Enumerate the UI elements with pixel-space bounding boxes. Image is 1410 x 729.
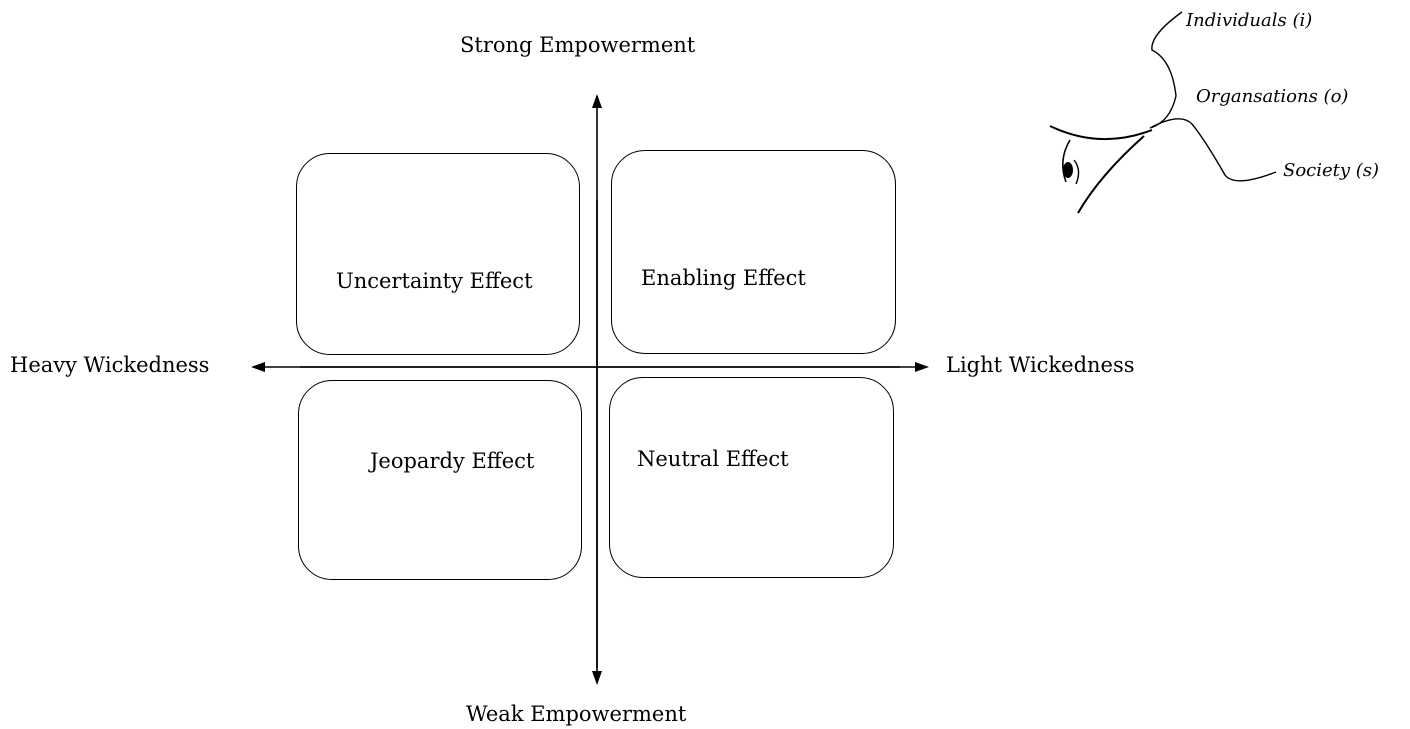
quadrant-label-bottom-left: Jeopardy Effect [370, 449, 535, 473]
eye-icon [1049, 125, 1153, 214]
quadrant-label-top-right: Enabling Effect [641, 266, 806, 290]
perspective-connectors [1149, 11, 1277, 182]
quadrant-box-bottom-right [609, 377, 894, 578]
perspective-label-organisations: Organsations (o) [1196, 86, 1349, 107]
quadrant-box-top-right [611, 150, 896, 354]
quadrant-box-bottom-left [298, 380, 582, 580]
axis-label-left: Heavy Wickedness [10, 353, 210, 377]
quadrant-label-bottom-right: Neutral Effect [637, 447, 789, 471]
perspective-label-individuals: Individuals (i) [1186, 10, 1313, 31]
axis-label-top: Strong Empowerment [460, 33, 696, 57]
quadrant-box-top-left [296, 153, 580, 355]
perspective-label-society: Society (s) [1283, 160, 1380, 181]
quadrant-label-top-left: Uncertainty Effect [336, 269, 533, 293]
axis-label-right: Light Wickedness [946, 353, 1135, 377]
axis-label-bottom: Weak Empowerment [466, 702, 687, 726]
